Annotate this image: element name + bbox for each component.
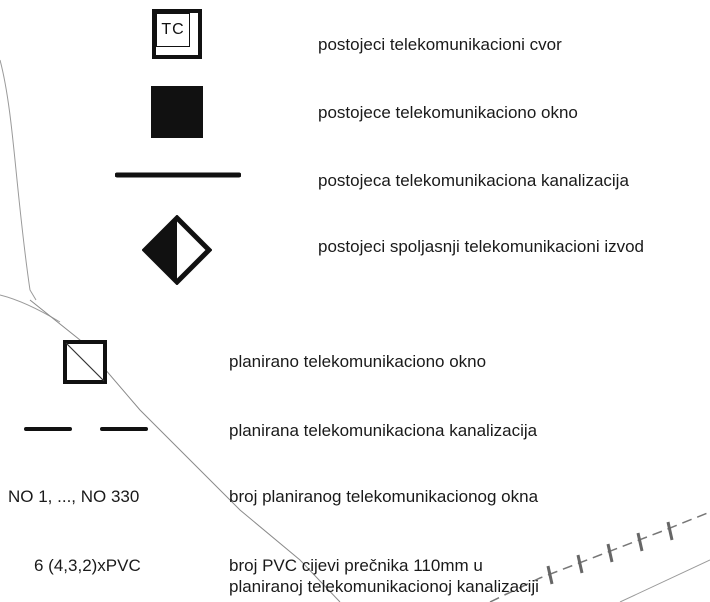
manhole-number-range: NO 1, ..., NO 330: [8, 487, 140, 506]
tc-node-icon: [152, 9, 202, 59]
crossed-square-icon: [63, 340, 107, 384]
filled-square-icon: [151, 86, 203, 138]
legend-label-planned-conduit: planirana telekomunikaciona kanalizacija: [229, 421, 538, 440]
map-boundary-line-lower: [0, 294, 61, 323]
tc-node-symbol: TC: [152, 9, 202, 59]
legend-label-external-terminal: postojeci spoljasnji telekomunikacioni i…: [318, 237, 645, 256]
legend-label-pvc-line1: broj PVC cijevi prečnika 110mm u: [229, 556, 483, 575]
legend-label-existing-manhole: postojece telekomunikaciono okno: [318, 103, 578, 122]
legend-label-existing-conduit: postojeca telekomunikaciona kanalizacija: [318, 171, 629, 190]
map-railway-ties: [546, 521, 674, 585]
dashed-line-icon: [24, 427, 148, 431]
pvc-pipe-count: 6 (4,3,2)xPVC: [34, 556, 141, 575]
legend-label-pvc-line2: planiranoj telekomunikacionoj kanalizaci…: [229, 577, 539, 596]
half-filled-diamond-icon: [142, 215, 212, 285]
tc-node-text: TC: [156, 13, 190, 47]
legend-label-manhole-number: broj planiranog telekomunikacionog okna: [229, 487, 539, 506]
legend-label-planned-manhole: planirano telekomunikaciono okno: [229, 352, 487, 371]
map-railway-line: [489, 511, 710, 602]
solid-line-icon: [115, 172, 241, 178]
map-boundary-line: [0, 59, 37, 301]
legend-label-tc-node: postojeci telekomunikacioni cvor: [318, 35, 562, 54]
map-thin-line: [619, 559, 710, 602]
